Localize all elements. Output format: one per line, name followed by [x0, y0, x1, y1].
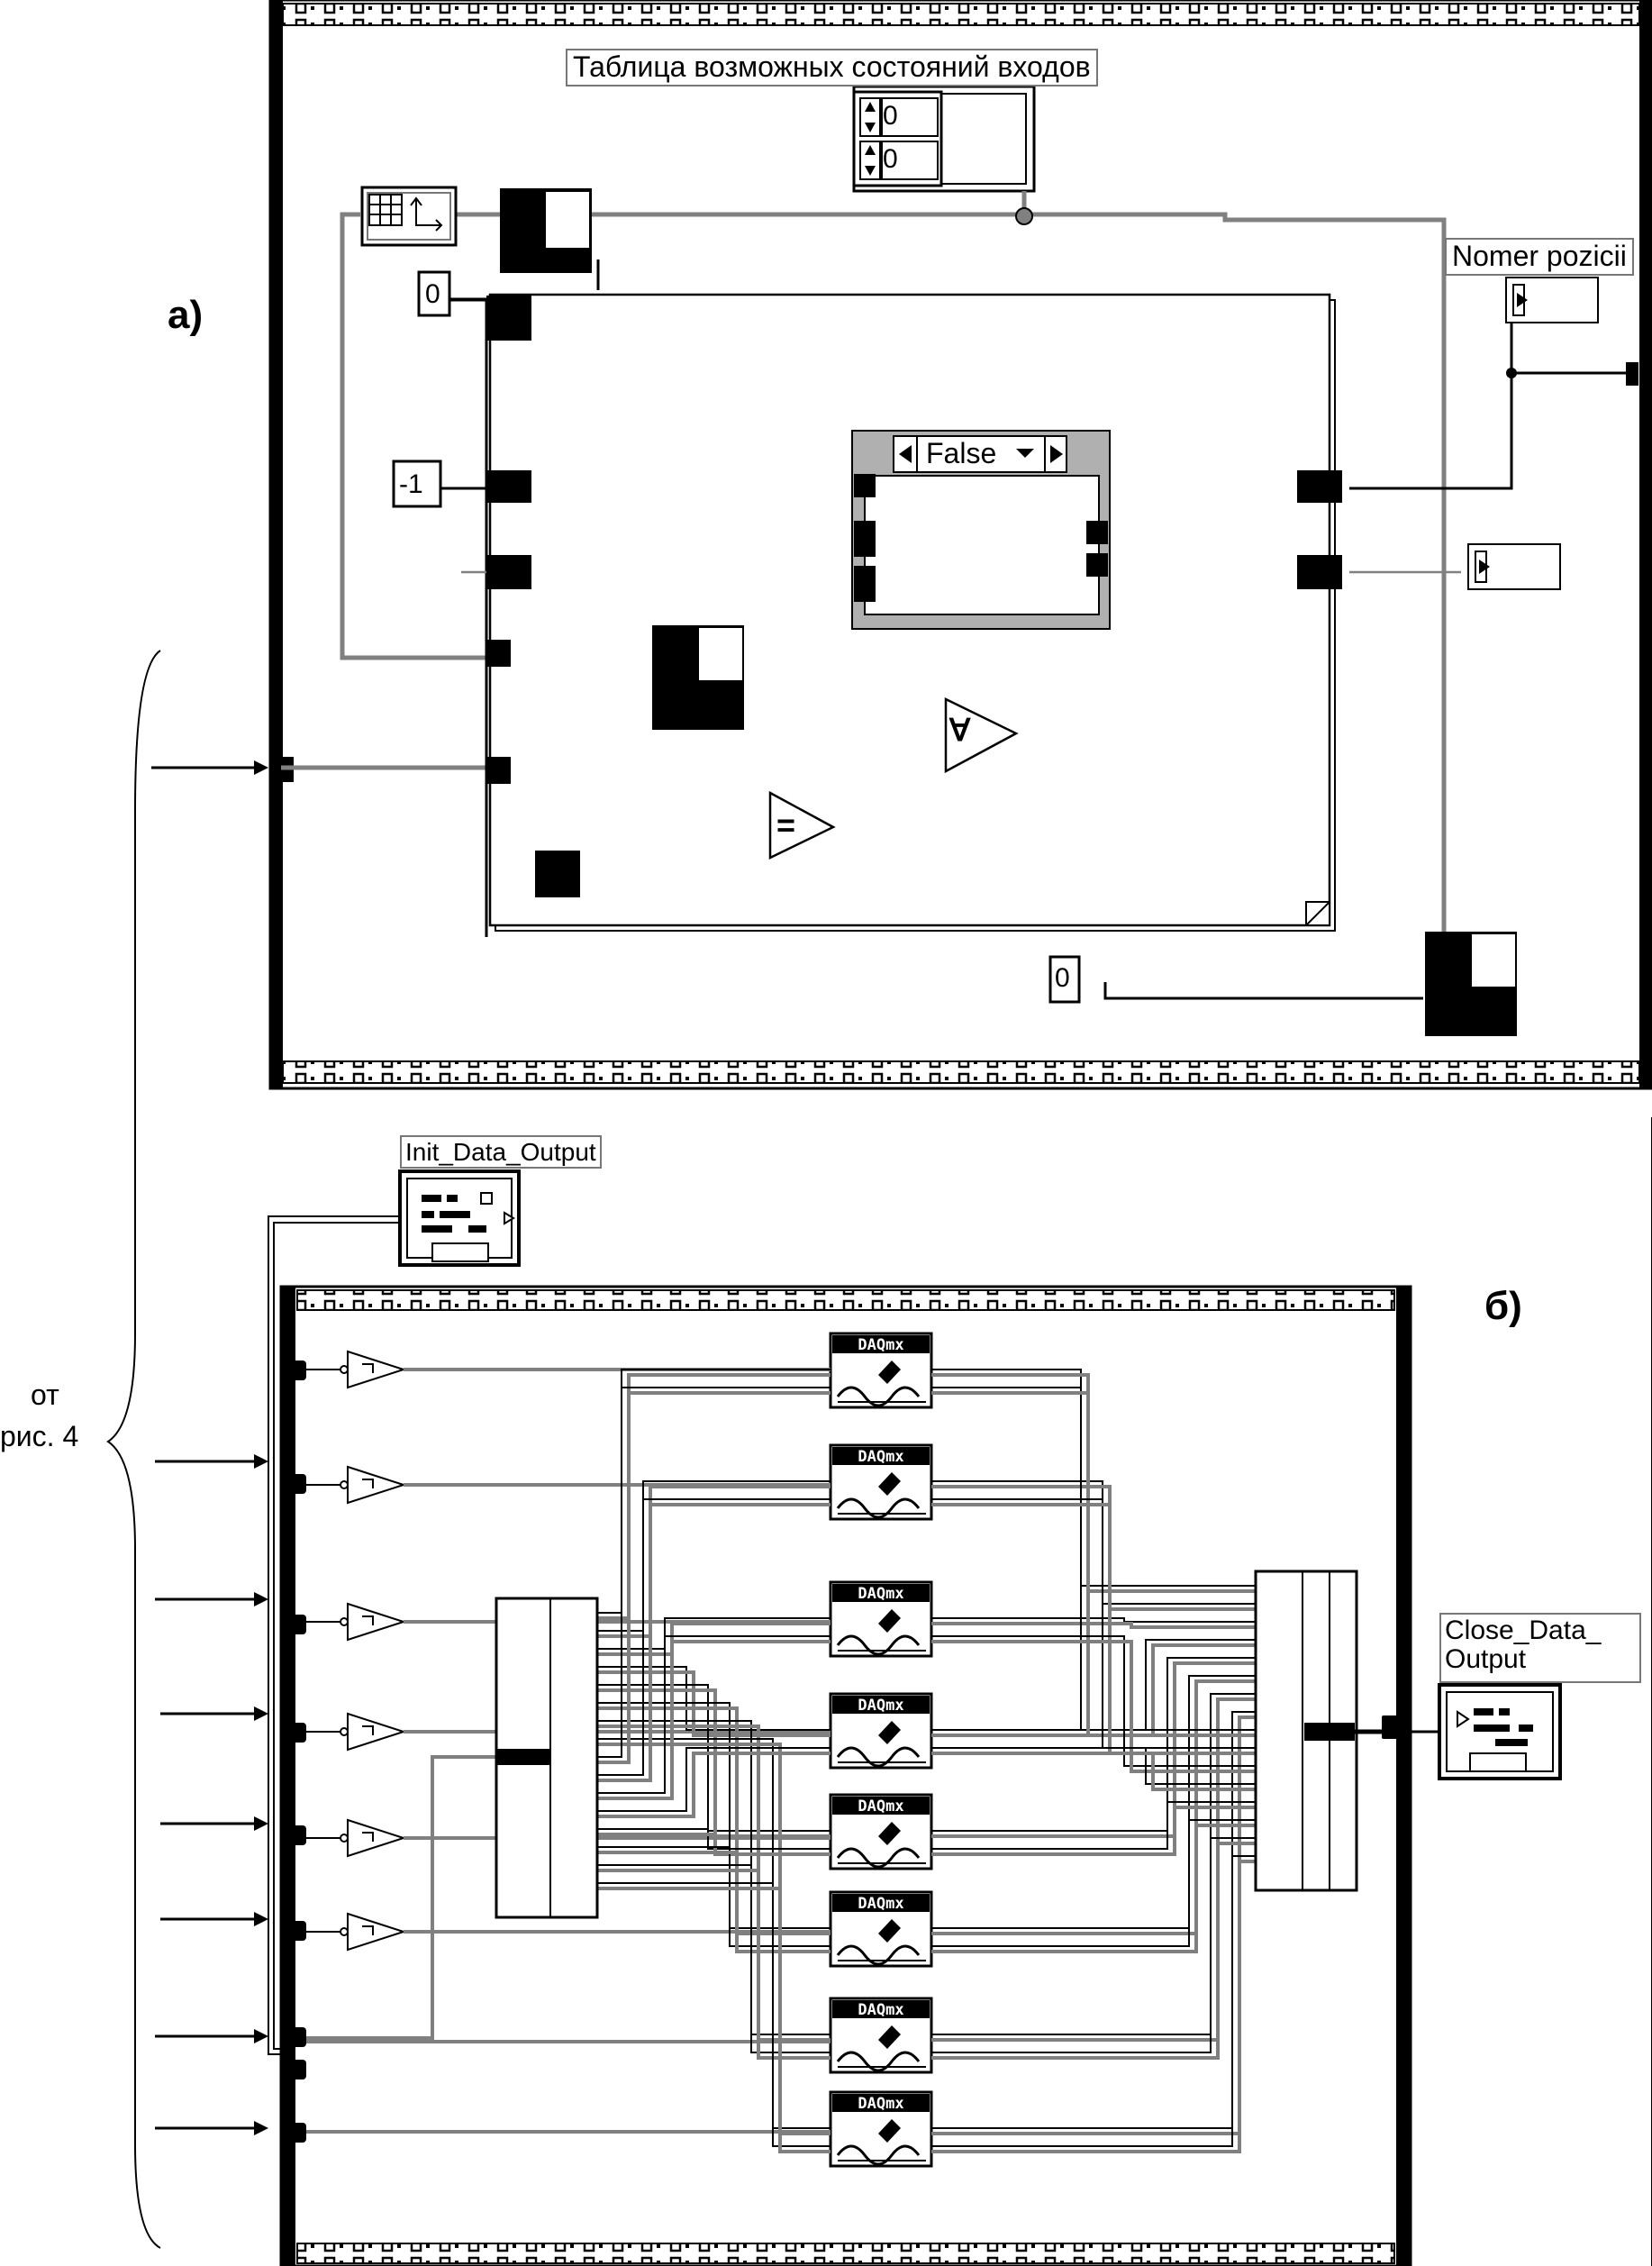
array-index-row[interactable]: 0 — [883, 101, 898, 131]
panel-a-tag: a) — [168, 293, 204, 337]
const-zero-init-box — [417, 270, 451, 317]
daqmx-label: DAQmx — [858, 1797, 903, 1816]
not-gate — [306, 1818, 407, 1858]
not-gate — [306, 1602, 407, 1642]
case-structure — [851, 430, 1111, 630]
daqmx-label: DAQmx — [858, 1697, 903, 1715]
close-data-output-label: Close_Data_ Output — [1439, 1613, 1641, 1683]
for-loop-tunnels — [486, 296, 1342, 784]
wire-junction-dot — [1015, 207, 1033, 225]
init-data-output-vi[interactable] — [398, 1169, 521, 1267]
index-array-node-top — [500, 188, 592, 273]
daqmx-write-node: DAQmx — [829, 1890, 933, 1968]
input-arrows — [151, 760, 268, 2135]
close-label-line1: Close_Data_ — [1445, 1615, 1602, 1645]
source-label-line2: рис. 4 — [0, 1420, 79, 1452]
const-minus-one: -1 — [399, 469, 423, 499]
daqmx-write-node: DAQmx — [829, 2090, 933, 2168]
daqmx-write-node: DAQmx — [829, 1332, 933, 1409]
daqmx-write-node: DAQmx — [829, 1443, 933, 1521]
panel-b-wires — [306, 1368, 1256, 2153]
not-gate-group — [306, 1350, 407, 1952]
source-brace — [106, 650, 161, 2249]
daqmx-write-node: DAQmx — [829, 1580, 933, 1658]
const-zero-bottom-box — [1048, 955, 1081, 1004]
close-label-line2: Output — [1445, 1643, 1527, 1674]
daqmx-write-node: DAQmx — [829, 1692, 933, 1770]
array-control-table[interactable] — [852, 85, 1036, 193]
not-gate — [306, 1350, 407, 1389]
index-array-node-bottom — [1425, 932, 1517, 1036]
not-gate — [306, 1712, 407, 1752]
array-control-label: Таблица возможных состояний входов — [566, 49, 1098, 86]
equal-comparison-node — [768, 790, 836, 860]
case-selector-label[interactable]: False — [926, 437, 997, 469]
daqmx-label: DAQmx — [858, 1448, 903, 1466]
not-gate — [306, 1465, 407, 1505]
not-gate — [306, 1912, 407, 1952]
iteration-terminal — [535, 851, 580, 897]
const-minus-one-box — [392, 460, 442, 508]
nomer-pozicii-label: Nomer pozicii — [1445, 238, 1634, 276]
build-array-left — [495, 1597, 599, 1919]
equal-symbol: = — [776, 806, 796, 843]
daqmx-label: DAQmx — [858, 1336, 903, 1354]
source-label-line1: от — [31, 1379, 59, 1411]
wire-junction-dot-2 — [1506, 368, 1517, 378]
panel-a-diagram — [268, 0, 1652, 1090]
daqmx-label: DAQmx — [858, 1895, 903, 1913]
array-index-col[interactable]: 0 — [883, 144, 898, 174]
case-dropdown-icon[interactable] — [1016, 449, 1034, 458]
daqmx-label: DAQmx — [858, 1585, 903, 1603]
daqmx-write-node: DAQmx — [829, 1997, 933, 2074]
daqmx-label: DAQmx — [858, 2001, 903, 2019]
close-data-output-vi[interactable] — [1438, 1683, 1562, 1780]
nomer-pozicii-indicator — [1505, 277, 1599, 323]
secondary-indicator — [1467, 543, 1561, 590]
index-array-node-middle — [652, 625, 744, 730]
panel-b-tag: б) — [1484, 1284, 1522, 1328]
array-size-icon — [360, 186, 458, 247]
daqmx-label: DAQmx — [858, 2095, 903, 2113]
and-symbol: ∀ — [949, 714, 971, 748]
panel-b-outer-frame — [279, 1285, 1412, 2266]
daqmx-write-node: DAQmx — [829, 1793, 933, 1870]
init-data-output-label: Init_Data_Output — [400, 1135, 602, 1169]
const-zero-bottom: 0 — [1055, 963, 1070, 993]
const-zero-init: 0 — [425, 279, 440, 309]
and-array-node — [944, 697, 1019, 774]
build-array-right — [1254, 1570, 1396, 1892]
